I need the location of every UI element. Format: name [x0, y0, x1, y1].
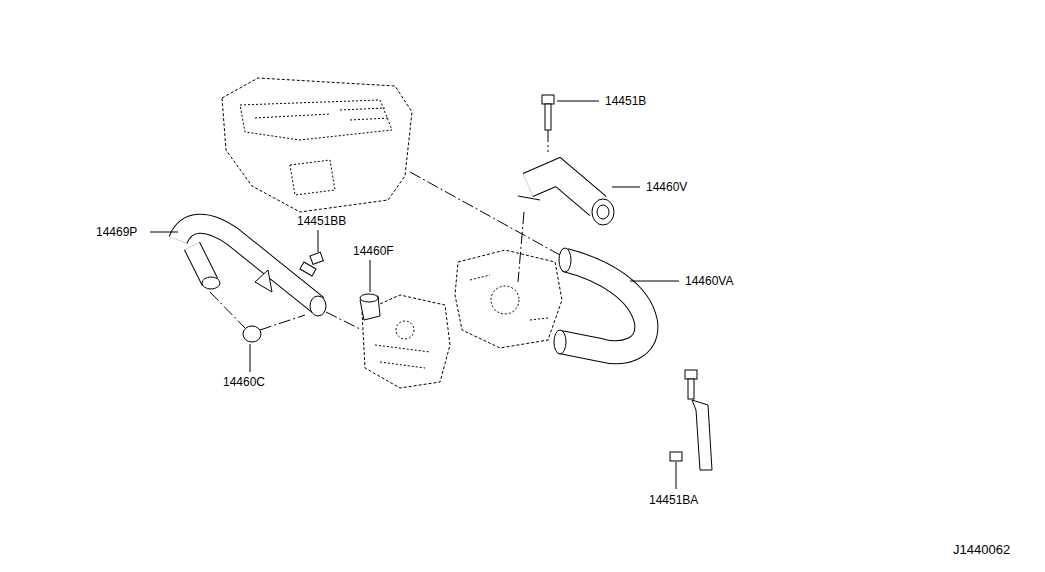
part-number: 14460C [222, 375, 266, 389]
water-pipe [178, 224, 326, 316]
part-number: 14469P [95, 225, 138, 239]
part-number: 14451BA [648, 493, 699, 507]
part-number: 14451B [604, 94, 647, 108]
fasteners [243, 95, 712, 470]
water-outlet [518, 172, 614, 225]
engine-outline [222, 78, 562, 388]
part-number: 14460F [352, 244, 395, 258]
part-number: 14451BB [296, 214, 347, 228]
drawing-number: J1440062 [952, 543, 1011, 557]
part-number: 14460V [645, 180, 688, 194]
water-hose [554, 248, 646, 354]
leader-line [150, 101, 679, 489]
part-number: 14460VA [684, 274, 735, 288]
alignment-line [210, 130, 560, 330]
